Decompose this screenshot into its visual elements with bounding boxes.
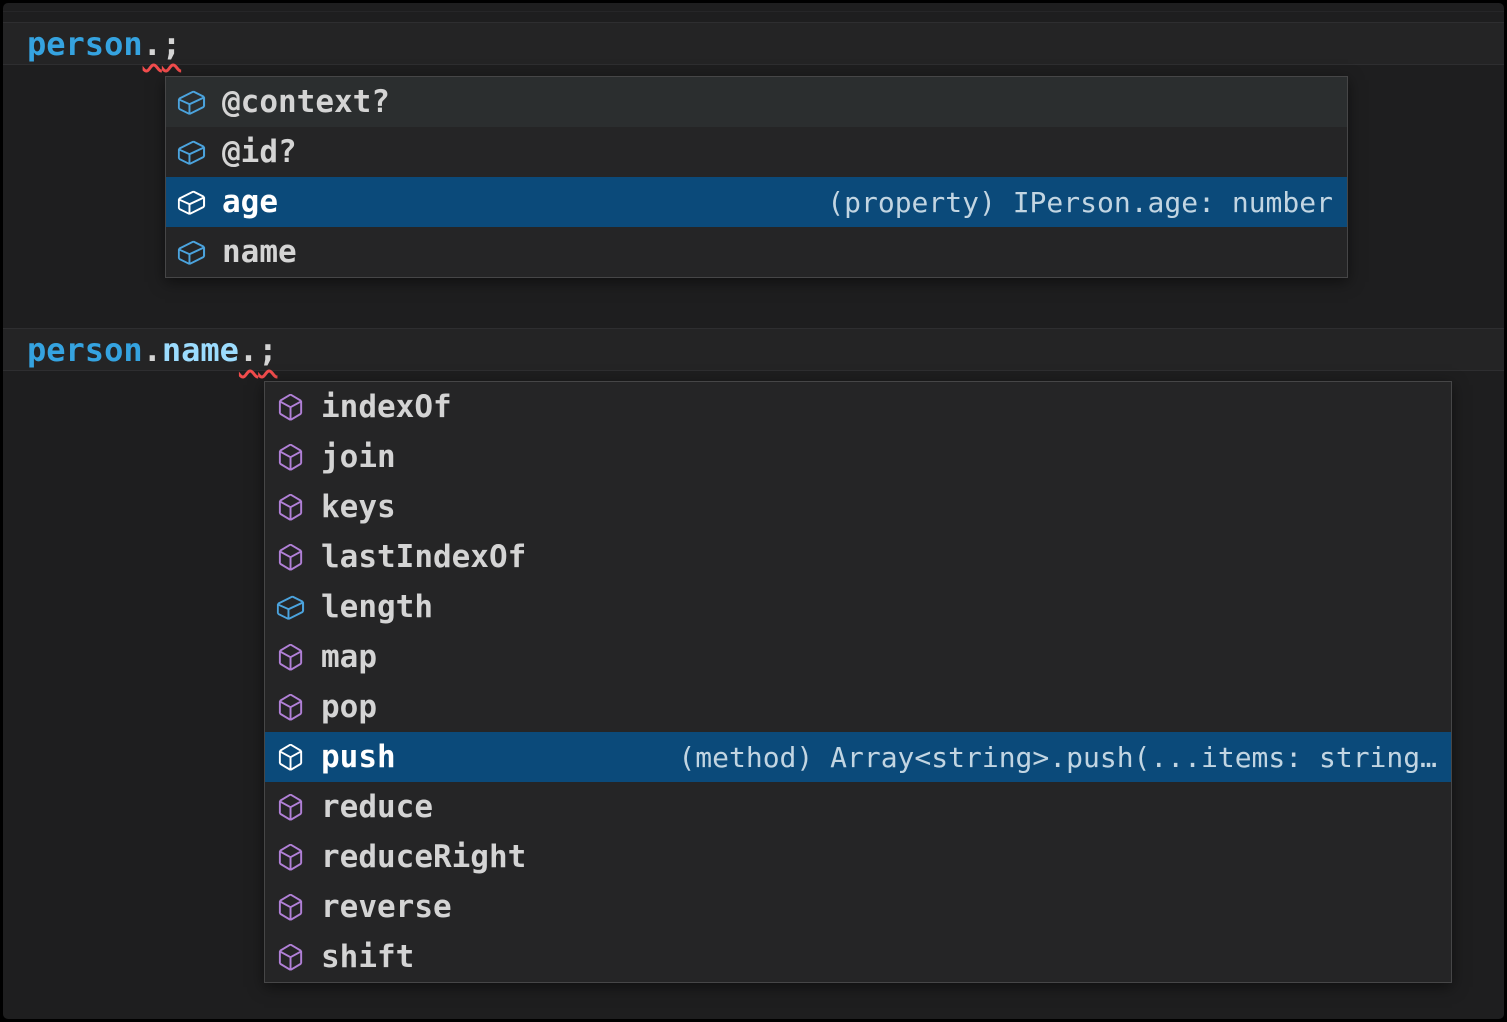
suggestion-item[interactable]: reduce — [265, 782, 1451, 832]
code-token: name — [161, 330, 239, 369]
suggestion-label: shift — [321, 939, 415, 975]
code-line[interactable]: person.; — [3, 22, 1504, 65]
symbol-method-icon — [275, 892, 306, 923]
suggestion-detail: (property) IPerson.age: number — [827, 185, 1333, 219]
suggestion-label: keys — [321, 489, 396, 525]
suggestion-item[interactable]: @context? — [166, 77, 1347, 127]
symbol-method-icon — [275, 392, 306, 423]
code-token-error: ; — [161, 24, 182, 63]
suggestion-label: join — [321, 439, 396, 475]
suggestion-item[interactable]: pop — [265, 682, 1451, 732]
symbol-method-icon — [275, 642, 306, 673]
symbol-method-icon — [275, 492, 306, 523]
suggest-widget: @context? @id? age (property) IPerson.age: … — [165, 76, 1348, 278]
suggestion-item[interactable]: indexOf — [265, 382, 1451, 432]
code-token-error: . — [238, 330, 259, 369]
symbol-field-icon — [176, 87, 207, 118]
suggestion-label: map — [321, 639, 377, 675]
suggestion-item[interactable]: shift — [265, 932, 1451, 982]
suggestion-label: @id? — [222, 134, 297, 170]
code-text: person.name.; — [27, 331, 277, 369]
suggestion-label: reverse — [321, 889, 452, 925]
suggestion-detail: (method) Array<string>.push(...items: st… — [678, 740, 1437, 774]
symbol-field-icon — [176, 137, 207, 168]
code-text: person.; — [27, 25, 181, 63]
symbol-field-icon — [275, 592, 306, 623]
suggestion-item[interactable]: map — [265, 632, 1451, 682]
suggestion-label: lastIndexOf — [321, 539, 527, 575]
suggestion-item[interactable]: reduceRight — [265, 832, 1451, 882]
symbol-method-icon — [275, 792, 306, 823]
suggestion-label: name — [222, 234, 297, 270]
suggestion-item[interactable]: lastIndexOf — [265, 532, 1451, 582]
suggestion-label: reduceRight — [321, 839, 527, 875]
suggestion-item[interactable]: reverse — [265, 882, 1451, 932]
suggestion-item[interactable]: @id? — [166, 127, 1347, 177]
suggestion-item[interactable]: name — [166, 227, 1347, 277]
code-token: person — [27, 330, 143, 369]
symbol-field-icon — [176, 187, 207, 218]
symbol-field-icon — [176, 237, 207, 268]
symbol-method-icon — [275, 742, 306, 773]
code-token: . — [142, 330, 162, 369]
symbol-method-icon — [275, 942, 306, 973]
code-line[interactable]: person.name.; — [3, 328, 1504, 371]
suggestion-item[interactable]: join — [265, 432, 1451, 482]
symbol-method-icon — [275, 842, 306, 873]
suggestion-label: age — [222, 184, 278, 220]
editor-top-divider — [3, 11, 1504, 12]
suggestion-label: pop — [321, 689, 377, 725]
symbol-method-icon — [275, 692, 306, 723]
symbol-method-icon — [275, 442, 306, 473]
code-token-error: . — [142, 24, 162, 63]
suggestion-item[interactable]: age (property) IPerson.age: number — [166, 177, 1347, 227]
suggestion-item[interactable]: keys — [265, 482, 1451, 532]
code-token: person — [27, 24, 143, 63]
suggestion-label: @context? — [222, 84, 390, 120]
suggestion-label: push — [321, 739, 396, 775]
suggestion-item[interactable]: push (method) Array<string>.push(...items… — [265, 732, 1451, 782]
suggest-widget: indexOf join keys lastIndexOf length map pop pu… — [264, 381, 1452, 983]
suggestion-item[interactable]: length — [265, 582, 1451, 632]
editor-background: person.; @context? @id? age (property) IPer… — [3, 3, 1504, 1019]
code-token-error: ; — [258, 330, 278, 369]
suggestion-label: reduce — [321, 789, 433, 825]
suggestion-label: length — [321, 589, 433, 625]
suggestion-label: indexOf — [321, 389, 452, 425]
symbol-method-icon — [275, 542, 306, 573]
